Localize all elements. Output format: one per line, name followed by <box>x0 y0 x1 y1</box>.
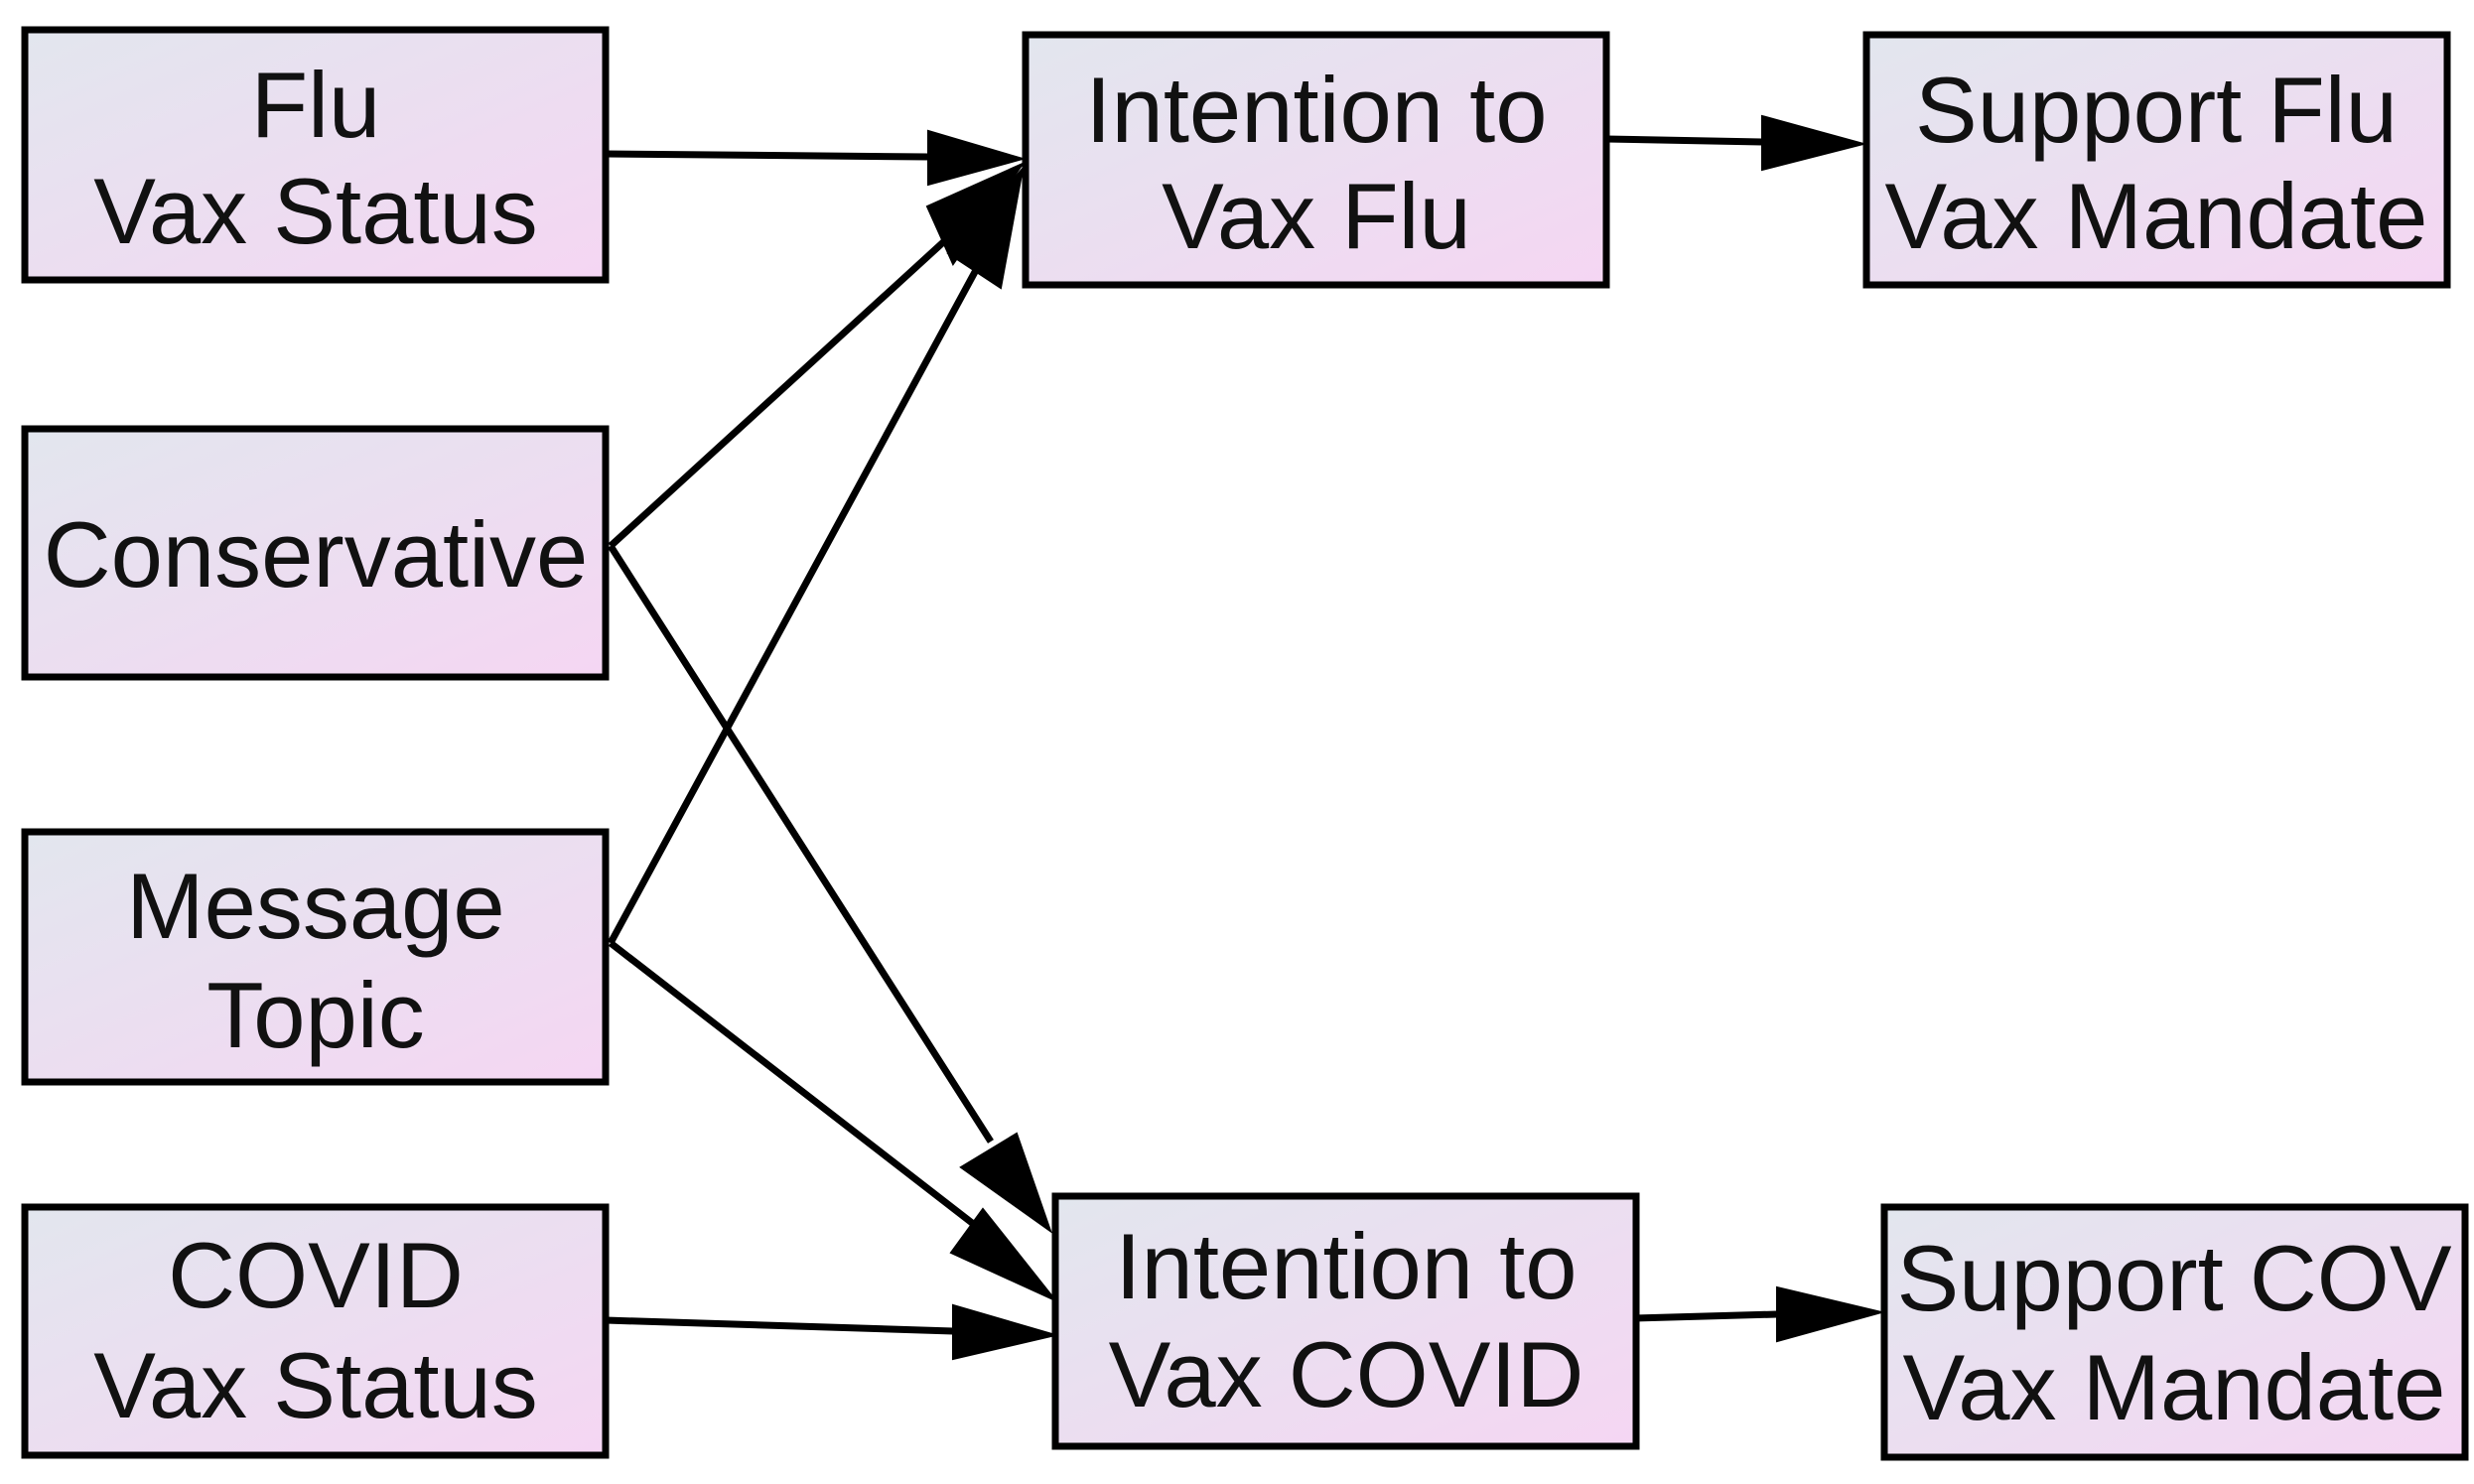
node-label: COVID <box>168 1223 464 1327</box>
node-flu-vax-status: Flu Vax Status <box>21 26 610 284</box>
node-label: Vax COVID <box>1109 1322 1584 1426</box>
arrowhead-message-to-intention-covid <box>949 1207 1056 1301</box>
node-label: Intention to <box>1085 58 1547 162</box>
node-conservative: Conservative <box>21 425 610 681</box>
arrowhead-intention-flu-to-support-flu <box>1761 114 1867 172</box>
arrowhead-message-to-intention-flu <box>946 165 1025 290</box>
edge-message-to-intention-covid <box>608 940 979 1229</box>
node-covid-vax-status: COVID Vax Status <box>21 1203 610 1459</box>
arrowhead-conservative-to-intention-covid <box>959 1132 1052 1234</box>
node-label: Topic <box>206 963 424 1067</box>
node-message-topic: Message Topic <box>21 828 610 1086</box>
node-label: Vax Flu <box>1162 164 1471 268</box>
node-label: Intention to <box>1115 1214 1577 1318</box>
node-intention-vax-covid: Intention to Vax COVID <box>1051 1192 1640 1450</box>
node-support-flu-vax-mandate: Support Flu Vax Mandate <box>1862 31 2451 289</box>
node-label: Vax Status <box>93 159 538 263</box>
node-label: Support COV <box>1896 1226 2451 1330</box>
arrowhead-covid-status-to-intention-covid <box>952 1303 1059 1361</box>
edges <box>605 114 1882 1361</box>
edge-conservative-to-intention-covid <box>608 544 994 1144</box>
node-label: Vax Mandate <box>1903 1335 2446 1439</box>
node-intention-vax-flu: Intention to Vax Flu <box>1022 31 1610 289</box>
arrowhead-flu-status-to-intention-flu <box>927 129 1027 187</box>
node-label: Vax Mandate <box>1885 164 2428 268</box>
edge-conservative-to-intention-flu <box>608 230 956 549</box>
node-label: Support Flu <box>1915 58 2398 162</box>
edge-intention-covid-to-support-covid <box>1635 1310 1778 1322</box>
node-label: Vax Status <box>93 1333 538 1437</box>
edge-message-to-intention-flu <box>607 246 992 945</box>
arrowhead-intention-covid-to-support-covid <box>1776 1285 1882 1343</box>
edge-covid-status-to-intention-covid <box>605 1316 954 1335</box>
node-label: Conservative <box>44 502 589 607</box>
node-label: Message <box>126 854 504 958</box>
node-support-covid-vax-mandate: Support COV Vax Mandate <box>1880 1203 2469 1461</box>
edge-flu-status-to-intention-flu <box>605 150 929 161</box>
node-label: Flu <box>251 53 381 157</box>
edge-intention-flu-to-support-flu <box>1605 135 1763 146</box>
